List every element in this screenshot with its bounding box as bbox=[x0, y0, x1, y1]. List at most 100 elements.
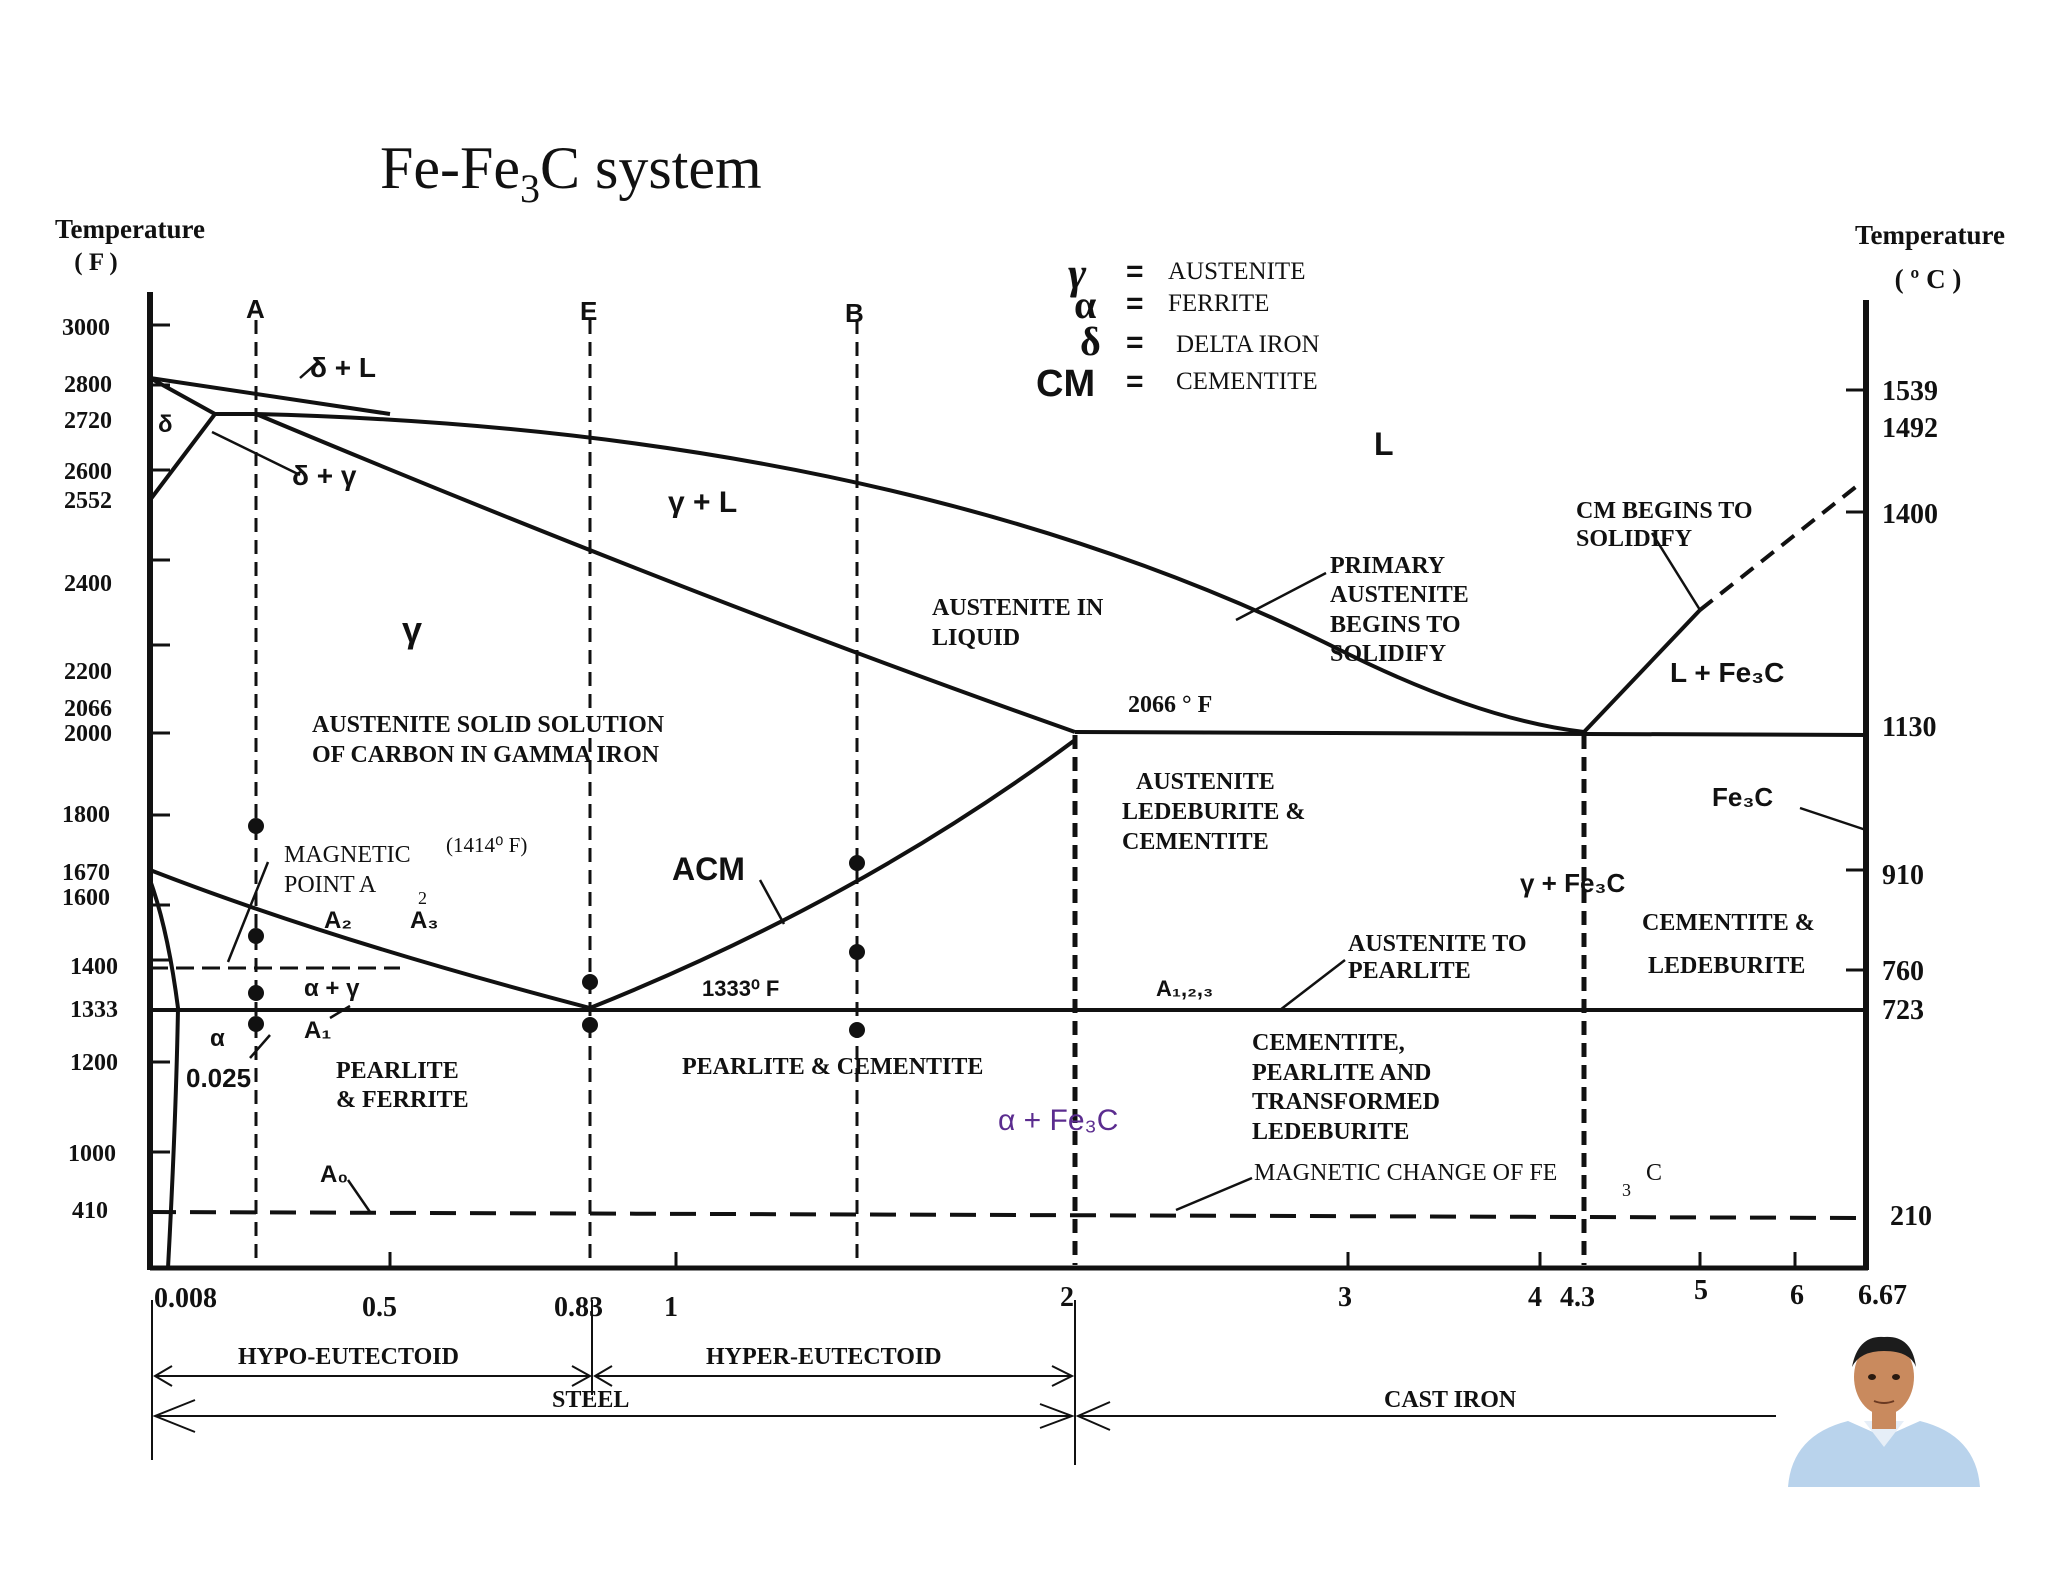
cm-liquidus-dashed bbox=[1698, 480, 1864, 612]
left-axis-label: Temperature bbox=[55, 214, 205, 244]
legend-text: AUSTENITE bbox=[1168, 258, 1305, 285]
label-liquid: L bbox=[1374, 426, 1394, 462]
label-a1: A₁ bbox=[304, 1017, 331, 1044]
right-tick-labels: 1539 1492 1400 1130 910 760 723 210 bbox=[1882, 376, 1938, 1232]
label-gamma-liquid: γ + L bbox=[668, 486, 737, 519]
left-tick-label: 1000 bbox=[68, 1141, 116, 1167]
diagram-title: Fe-Fe3C system bbox=[380, 135, 762, 211]
leader-mag-change bbox=[1175, 1176, 1253, 1212]
label-cast-iron: CAST IRON bbox=[1384, 1387, 1517, 1413]
bottom-tick-label: 6 bbox=[1790, 1280, 1804, 1311]
label-alpha-gamma: α + γ bbox=[304, 975, 360, 1002]
region-labels: δ + L δ δ + γ γ + L L γ AUSTENITE SOLID … bbox=[158, 352, 1815, 1200]
solidus bbox=[255, 412, 1076, 734]
phase-boundaries bbox=[148, 376, 1867, 1269]
left-tick-label: 2066 bbox=[64, 696, 112, 722]
label-aust-pearl: AUSTENITE TO bbox=[1348, 931, 1527, 957]
bottom-tick-label: 0.5 bbox=[362, 1292, 397, 1323]
bottom-tick-label: 4.3 bbox=[1560, 1282, 1595, 1313]
dot bbox=[582, 974, 598, 990]
label-a123: A₁,₂,₃ bbox=[1156, 976, 1213, 1001]
dot bbox=[248, 928, 264, 944]
legend-eq: = bbox=[1126, 365, 1144, 398]
composition-lines bbox=[254, 320, 1587, 1265]
right-tick-label: 1492 bbox=[1882, 413, 1938, 444]
leader-magnetic bbox=[226, 861, 270, 963]
label-delta: δ bbox=[158, 411, 173, 438]
label-delta-liquid: δ + L bbox=[310, 352, 376, 383]
label-pearlite-ferrite: PEARLITE bbox=[336, 1058, 459, 1084]
composition-markers: A E B bbox=[246, 294, 864, 328]
label-l-fe3c: L + Fe₃C bbox=[1670, 657, 1784, 688]
bottom-tick-label: 3 bbox=[1338, 1282, 1352, 1313]
bottom-tick-label: 2 bbox=[1060, 1282, 1074, 1313]
dot bbox=[849, 855, 865, 871]
acm-line bbox=[589, 738, 1077, 1010]
bottom-tick-label: 1 bbox=[664, 1292, 678, 1323]
label-aust-led: AUSTENITE bbox=[1136, 769, 1275, 795]
leader-a1 bbox=[329, 1004, 351, 1020]
label-magnetic: POINT A bbox=[284, 872, 377, 898]
a3-line bbox=[149, 868, 591, 1010]
label-austenite: AUSTENITE SOLID SOLUTION bbox=[312, 712, 665, 738]
delta-boundary bbox=[148, 376, 218, 502]
right-tick-label: 210 bbox=[1890, 1201, 1932, 1232]
label-primary: PRIMARY bbox=[1330, 553, 1445, 579]
left-tick-label: 1333 bbox=[70, 997, 118, 1023]
person-image bbox=[1778, 1325, 1990, 1487]
right-tick-marks bbox=[1846, 388, 1866, 972]
dot bbox=[248, 1016, 264, 1032]
label-aust-led: LEDEBURITE & bbox=[1122, 799, 1305, 825]
label-cem-led: LEDEBURITE bbox=[1648, 953, 1805, 979]
label-magnetic: (1414⁰ F) bbox=[446, 833, 527, 857]
legend-eq: = bbox=[1126, 255, 1144, 288]
left-tick-label: 2000 bbox=[64, 721, 112, 747]
right-tick-label: 910 bbox=[1882, 860, 1924, 891]
magnetic-a0-line bbox=[149, 1210, 1867, 1220]
label-1333: 1333⁰ F bbox=[702, 976, 779, 1001]
label-primary: AUSTENITE bbox=[1330, 582, 1469, 608]
label-cpt: CEMENTITE, bbox=[1252, 1030, 1405, 1056]
leader-alpha bbox=[249, 1034, 271, 1059]
label-alpha: α bbox=[210, 1025, 225, 1052]
left-tick-label: 2400 bbox=[64, 571, 112, 597]
leader-delta-liquid bbox=[299, 361, 319, 379]
classification-brackets bbox=[151, 1300, 1776, 1465]
label-gamma: γ bbox=[402, 609, 422, 650]
label-magnetic: MAGNETIC bbox=[284, 842, 411, 868]
label-gamma-fe3c: γ + Fe₃C bbox=[1520, 868, 1625, 898]
left-tick-label: 1400 bbox=[70, 954, 118, 980]
right-tick-label: 1130 bbox=[1882, 712, 1936, 743]
label-cem-led: CEMENTITE & bbox=[1642, 910, 1815, 936]
left-tick-label: 1600 bbox=[62, 885, 110, 911]
label-mag-sub: 3 bbox=[1622, 1180, 1631, 1200]
legend-text: DELTA IRON bbox=[1176, 331, 1320, 358]
legend-text: CEMENTITE bbox=[1176, 368, 1318, 395]
legend-symbol: γ bbox=[1068, 249, 1087, 298]
label-0025: 0.025 bbox=[186, 1063, 251, 1093]
leader-acm bbox=[758, 879, 786, 925]
classification-labels: HYPO-EUTECTOID HYPER-EUTECTOID STEEL CAS… bbox=[238, 1344, 1517, 1413]
leader-aust-pearl bbox=[1279, 959, 1346, 1011]
left-tick-label: 2800 bbox=[64, 372, 112, 398]
marker-b: B bbox=[845, 298, 864, 328]
left-tick-label: 2552 bbox=[64, 488, 112, 514]
label-fe3c: Fe₃C bbox=[1712, 782, 1773, 812]
label-cpt: LEDEBURITE bbox=[1252, 1119, 1409, 1145]
right-axis-label: Temperature bbox=[1855, 220, 2005, 250]
legend-text: FERRITE bbox=[1168, 290, 1269, 317]
left-tick-label: 1800 bbox=[62, 802, 110, 828]
left-tick-label: 2200 bbox=[64, 659, 112, 685]
left-tick-label: 410 bbox=[72, 1198, 108, 1224]
right-tick-label: 723 bbox=[1882, 995, 1924, 1026]
label-pearlite-cementite: PEARLITE & CEMENTITE bbox=[682, 1054, 983, 1080]
presenter-portrait bbox=[1778, 1325, 1990, 1487]
eutectic-line bbox=[1074, 730, 1867, 737]
legend: γ = AUSTENITE α = FERRITE δ = DELTA IRON… bbox=[1036, 249, 1320, 405]
left-tick-label: 2720 bbox=[64, 408, 112, 434]
label-acm: ACM bbox=[672, 851, 745, 887]
label-steel: STEEL bbox=[552, 1387, 629, 1413]
bottom-tick-label: 6.67 bbox=[1858, 1280, 1907, 1311]
legend-symbol: CM bbox=[1036, 363, 1095, 405]
